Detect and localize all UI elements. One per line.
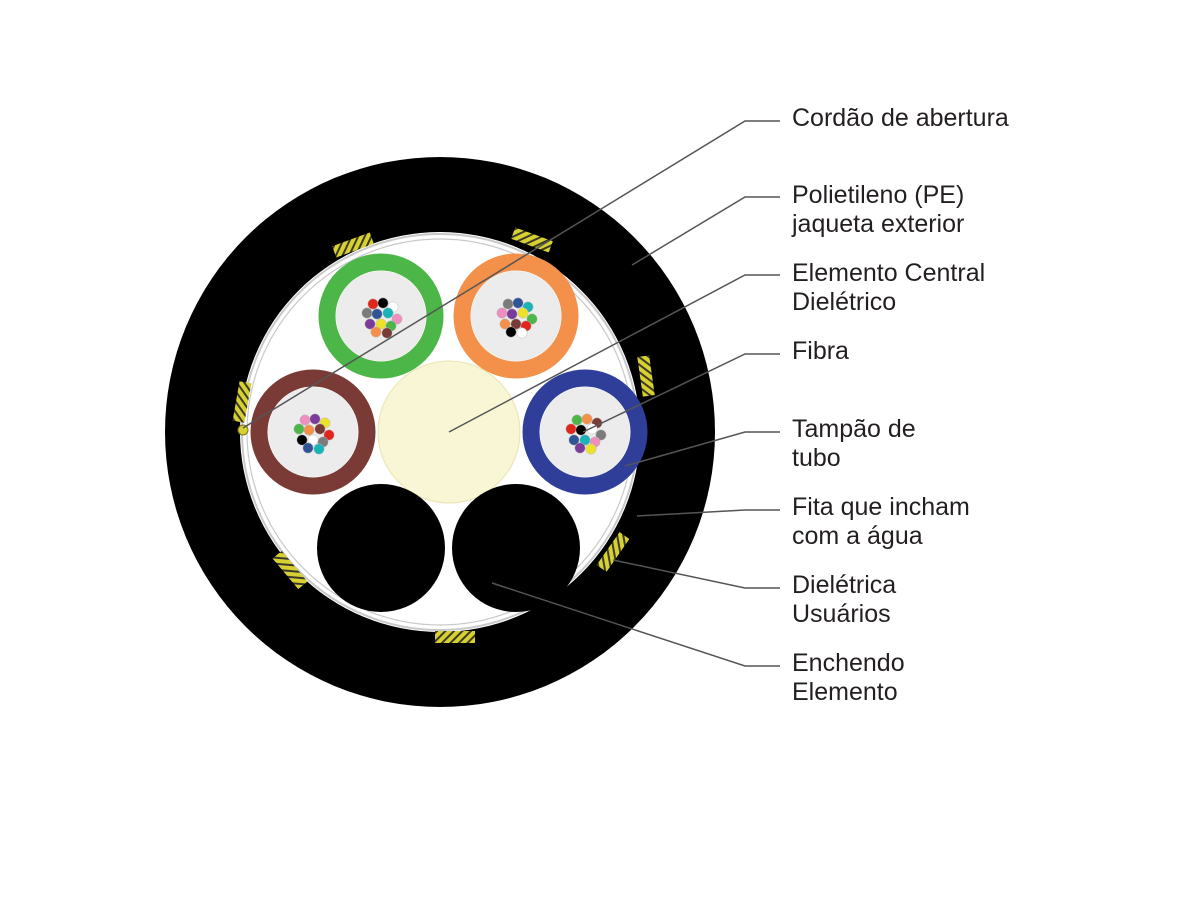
- label-tube: Tampão de tubo: [792, 415, 923, 472]
- optical-fiber: [367, 298, 379, 310]
- optical-fiber: [526, 313, 538, 325]
- leader-line-dielectric-yarns: [612, 559, 780, 589]
- green-tube: [318, 253, 444, 379]
- label-fiber: Fibra: [792, 337, 849, 365]
- optical-fiber: [574, 442, 586, 454]
- optical-fiber: [502, 298, 514, 310]
- optical-fiber: [299, 414, 311, 426]
- optical-fiber: [293, 423, 305, 435]
- optical-fiber: [381, 327, 393, 339]
- loose-tubes: [250, 253, 648, 495]
- optical-fiber: [571, 414, 583, 426]
- optical-fiber: [370, 326, 382, 338]
- leader-line-tube: [624, 431, 780, 467]
- label-dielectric-yarns: Dielétrica Usuários: [792, 571, 903, 628]
- optical-fiber: [309, 413, 321, 425]
- optical-fiber: [581, 413, 593, 425]
- optical-fiber: [517, 307, 529, 319]
- optical-fiber: [313, 443, 325, 455]
- rip-cord: [237, 424, 249, 436]
- label-central-member: Elemento Central Dielétrico: [792, 259, 992, 316]
- optical-fiber: [499, 318, 511, 330]
- yarn-segment: [596, 532, 630, 572]
- optical-fiber: [323, 429, 335, 441]
- optical-fiber: [296, 434, 308, 446]
- leader-line-central-member: [448, 274, 780, 433]
- optical-fiber: [496, 307, 508, 319]
- label-water-swell-tape: Fita que incham com a água: [792, 493, 977, 550]
- optical-fiber: [377, 297, 389, 309]
- leader-line-fiber: [582, 353, 780, 433]
- optical-fiber: [585, 443, 597, 455]
- optical-fiber: [568, 434, 580, 446]
- optical-fiber: [314, 423, 326, 435]
- optical-fiber: [361, 307, 373, 319]
- yarn-segment: [637, 355, 655, 397]
- optical-fiber: [391, 313, 403, 325]
- optical-fiber: [575, 424, 587, 436]
- optical-fiber: [516, 327, 528, 339]
- orange-tube: [453, 253, 579, 379]
- leader-line-pe-jacket: [631, 196, 780, 266]
- label-rip-cord: Cordão de abertura: [792, 104, 1009, 132]
- blue-tube: [522, 369, 648, 495]
- yarn-segment: [332, 232, 374, 258]
- label-filler: Enchendo Elemento: [792, 649, 912, 706]
- leader-line-filler: [491, 582, 780, 667]
- yarn-segment: [511, 227, 553, 253]
- optical-fiber: [382, 307, 394, 319]
- filler-element: [452, 484, 580, 612]
- optical-fiber: [371, 308, 383, 320]
- dielectric-yarns: [232, 227, 655, 643]
- filler-element: [317, 484, 445, 612]
- brown-tube: [250, 369, 376, 495]
- leader-lines: [242, 120, 780, 667]
- optical-fiber: [302, 442, 314, 454]
- label-pe-jacket: Polietileno (PE) jaqueta exterior: [791, 181, 971, 238]
- optical-fiber: [595, 429, 607, 441]
- optical-fiber: [303, 424, 315, 436]
- yarn-segment: [435, 631, 475, 643]
- yarn-segment: [232, 381, 252, 423]
- optical-fiber: [364, 318, 376, 330]
- optical-fiber: [565, 423, 577, 435]
- optical-fiber: [506, 308, 518, 320]
- leader-line-rip-cord: [242, 120, 780, 429]
- leader-line-water-swell-tape: [636, 509, 780, 517]
- optical-fiber: [505, 326, 517, 338]
- optical-fiber: [512, 297, 524, 309]
- labels: Cordão de abertura Polietileno (PE) jaqu…: [791, 104, 1009, 706]
- yarn-segment: [272, 550, 308, 590]
